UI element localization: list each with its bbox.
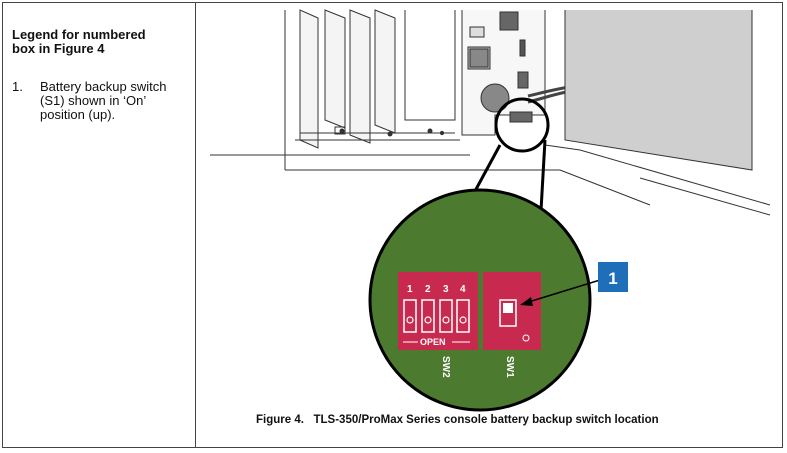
legend-item-text: Battery backup switch (S1) shown in ‘On’… [40,80,192,122]
dip-toggle-knob-1 [406,316,414,324]
legend-item-line3: position (up). [40,107,116,122]
sw2-open-label: OPEN [420,337,446,347]
zoom-detail-circle [368,188,592,412]
sw1-label: SW1 [504,356,515,378]
legend-title-line1: Legend for numbered [12,27,146,42]
dip-toggle-slot-4 [456,299,470,333]
legend-title: Legend for numbered box in Figure 4 [12,28,192,56]
dip-toggle-knob-3 [442,316,450,324]
sw2-dip-switch [398,272,478,350]
sw1-toggle-slot [499,299,517,327]
figure-caption: Figure 4. TLS-350/ProMax Series console … [256,414,659,426]
legend-item-line2: (S1) shown in ‘On’ [40,93,147,108]
dip-toggle-slot-1 [403,299,417,333]
callout-leader [521,279,601,305]
dip-number-1: 1 [407,284,413,295]
sw1-toggle-on [503,303,513,313]
dip-toggle-knob-2 [424,316,432,324]
dip-toggle-slot-2 [421,299,435,333]
sw2-label: SW2 [440,356,451,378]
callout-arrowhead [520,297,533,306]
highlight-circle [494,97,550,153]
dip-number-4: 4 [460,284,466,295]
console-cabinet [210,9,771,216]
legend-item-line1: Battery backup switch [40,79,167,94]
dip-toggle-knob-4 [459,316,467,324]
legend-item-number: 1. [12,79,23,94]
dip-toggle-slot-3 [439,299,453,333]
sw1-indicator [522,334,530,342]
sw2-toggles [403,299,470,333]
dip-number-2: 2 [425,284,431,295]
figure-frame [2,2,783,448]
column-divider [195,2,196,448]
dip-number-3: 3 [443,284,449,295]
legend-title-line2: box in Figure 4 [12,41,105,56]
legend-item: 1. Battery backup switch (S1) shown in ‘… [12,80,192,122]
console-illustration: 1 2 3 4 OPEN SW2 SW1 1 [210,9,771,412]
callout-box [598,262,628,292]
callout-number: 1 [608,269,617,288]
